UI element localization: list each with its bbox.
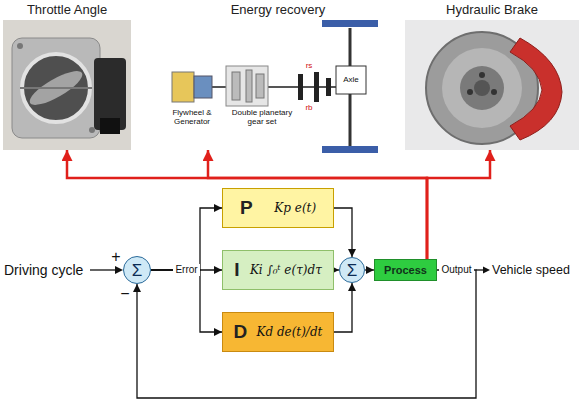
radius-label: rb <box>305 103 312 112</box>
control-signal-line <box>427 150 490 259</box>
throttle-photo <box>3 20 131 150</box>
part-name: Double planetary gear set <box>225 108 299 126</box>
summing-junction: Σ <box>339 257 365 283</box>
edge-label: Error <box>173 264 199 276</box>
signal-line <box>334 283 352 332</box>
brake-photo <box>442 48 522 128</box>
brake-photo <box>405 20 579 150</box>
energy-recovery-schematic <box>336 66 366 94</box>
energy-recovery-schematic <box>194 76 212 98</box>
node-title: Σ <box>132 262 143 279</box>
energy-recovery-schematic <box>256 74 264 98</box>
node-title: P <box>240 197 253 219</box>
throttle-photo <box>17 43 23 49</box>
controller-term-box: I Ki ∫₀ᵗ e(τ)dτ <box>222 250 334 290</box>
node-title: Energy recovery <box>231 2 326 18</box>
energy-recovery-schematic <box>298 74 303 100</box>
brake-photo <box>405 20 579 150</box>
energy-recovery-schematic <box>326 78 331 96</box>
energy-recovery-schematic <box>246 70 252 102</box>
process-box: Process <box>374 259 437 281</box>
energy-recovery-schematic <box>172 72 194 102</box>
signal-line <box>151 208 222 270</box>
radius-label: rs <box>306 61 313 70</box>
node-title: I <box>234 259 239 281</box>
throttle-photo <box>89 127 95 133</box>
signal-line <box>334 208 352 257</box>
node-title: Process <box>384 264 427 276</box>
energy-recovery-schematic <box>322 20 378 27</box>
brake-photo <box>474 80 490 96</box>
signal-arrows <box>476 269 484 270</box>
energy-recovery-schematic <box>314 72 319 102</box>
signal-line <box>151 270 222 332</box>
brake-photo <box>479 72 485 78</box>
photo-panel: Throttle Angle <box>3 0 131 150</box>
part-name: Axle <box>343 75 359 84</box>
throttle-photo <box>100 118 120 134</box>
energy-recovery-schematic <box>232 72 240 100</box>
node-title: D <box>234 321 248 343</box>
energy-recovery-schematic <box>322 146 378 153</box>
formula-text: Kp e(t) <box>274 201 316 215</box>
photo-panel: Hydraulic Brake <box>405 0 579 150</box>
brake-photo <box>510 38 562 140</box>
node-title: Hydraulic Brake <box>446 2 538 18</box>
throttle-photo <box>3 20 131 150</box>
sign-symbol: + <box>111 248 120 266</box>
signal-arrows <box>115 266 123 274</box>
sign-symbol: − <box>120 285 129 303</box>
output-label: Vehicle speed <box>492 263 570 277</box>
edge-label: Output <box>439 264 473 276</box>
node-title: Throttle Angle <box>27 2 107 18</box>
throttle-photo <box>20 87 92 89</box>
formula-text: Ki ∫₀ᵗ e(τ)dτ <box>250 263 322 277</box>
brake-photo <box>467 89 473 95</box>
signal-arrows <box>483 267 490 274</box>
control-signal-line <box>67 150 427 259</box>
input-label: Driving cycle <box>4 262 83 278</box>
brake-photo <box>460 66 504 110</box>
controller-term-box: D Kd de(t)/dt <box>222 312 334 352</box>
summing-junction: Σ <box>123 256 151 284</box>
formula-text: Kd de(t)/dt <box>256 325 322 339</box>
part-name: Flywheel & Generator <box>162 108 222 126</box>
brake-photo <box>491 89 497 95</box>
energy-recovery-schematic <box>172 20 378 153</box>
signal-arrows <box>90 269 116 270</box>
schematic-panel: Energy recovery <box>160 0 396 150</box>
throttle-photo <box>12 38 100 138</box>
control-signal-line <box>208 150 427 259</box>
energy-recovery-schematic <box>226 66 268 106</box>
signal-line <box>365 269 374 270</box>
node-title: Σ <box>347 262 358 279</box>
controller-term-box: P Kp e(t) <box>222 188 334 228</box>
